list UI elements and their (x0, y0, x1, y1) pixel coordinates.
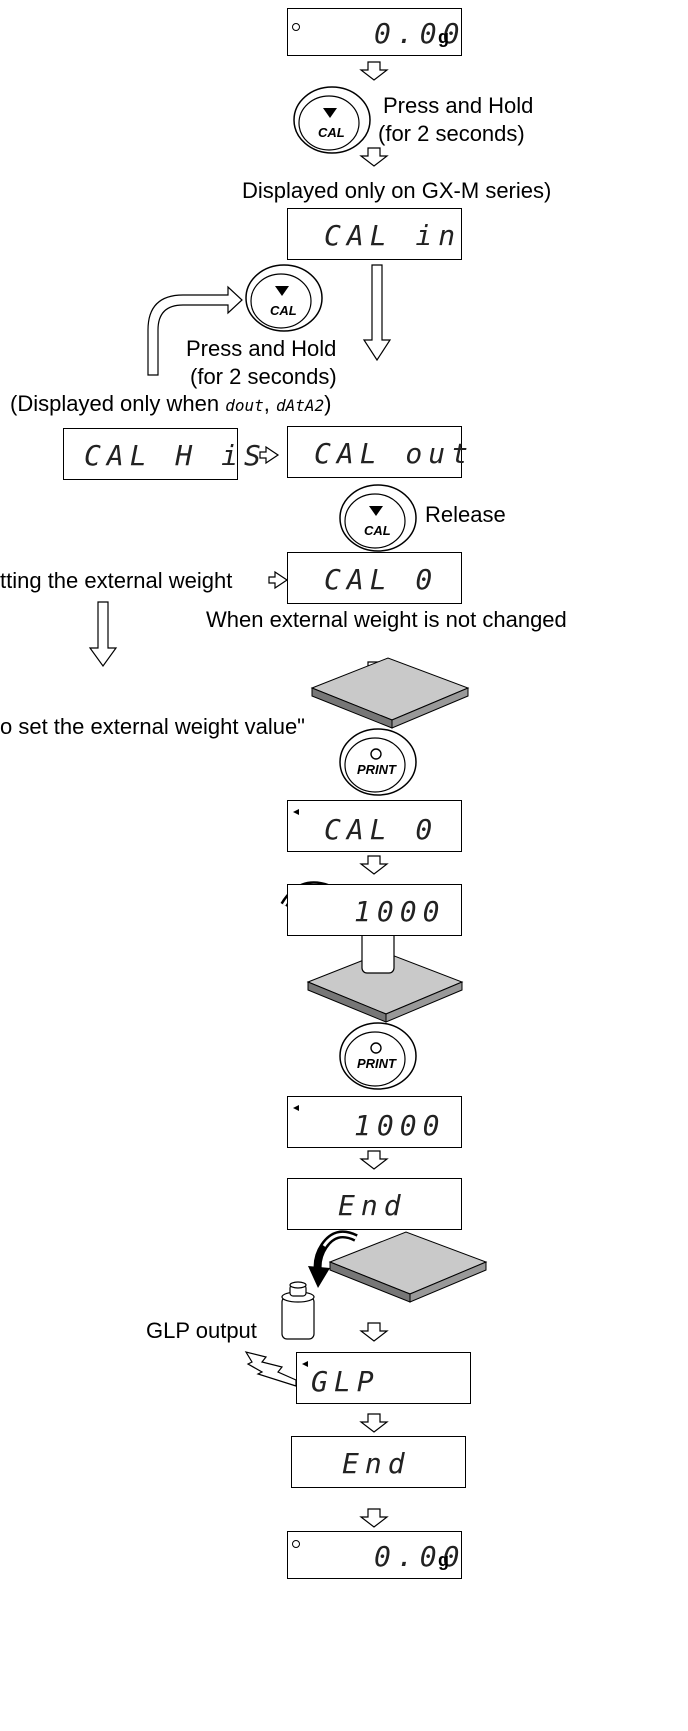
display-1000-stable: 1000 (287, 1096, 462, 1148)
cal-button-label: CAL (270, 303, 297, 318)
stable-indicator-icon (293, 1105, 299, 1111)
display-1000: 1000 (287, 884, 462, 936)
stable-indicator-icon (293, 809, 299, 815)
gxm-note: Displayed only on GX-M series) (242, 178, 552, 203)
dout-code: dout (225, 396, 264, 415)
print-button[interactable] (338, 726, 418, 798)
release-label: Release (425, 502, 506, 527)
display-value: CAL 0 (324, 563, 439, 596)
cal-button[interactable] (292, 84, 372, 156)
stable-indicator-icon (302, 1361, 308, 1367)
cal-button[interactable] (244, 262, 324, 334)
display-value: End (338, 1189, 407, 1222)
press-hold-label: Press and Hold (186, 336, 337, 361)
print-button-label: PRINT (357, 762, 396, 777)
unit-label: g (438, 1550, 449, 1570)
display-cal-out: CAL out (287, 426, 468, 478)
display-cal-0: CAL 0 (287, 552, 462, 604)
cal-button-label: CAL (318, 125, 345, 140)
cal-button-label: CAL (364, 523, 391, 538)
display-glp: GLP (296, 1352, 471, 1404)
glp-output-label: GLP output (146, 1318, 257, 1343)
for-2-seconds-label: (for 2 seconds) (378, 121, 525, 146)
display-end: End (287, 1178, 462, 1230)
display-end: End (291, 1436, 466, 1488)
stable-dot-icon (292, 1540, 300, 1548)
display-final: 0.00 g (287, 1531, 462, 1579)
display-value: End (342, 1447, 411, 1480)
set-value-label: o set the external weight value" (0, 714, 305, 739)
display-value: 1000 (354, 895, 446, 928)
display-cal-in: CAL in (287, 208, 462, 260)
display-value: CAL H iS (84, 439, 267, 472)
display-cal-0-stable: CAL 0 (287, 800, 462, 852)
display-cal-his: CAL H iS (63, 428, 261, 480)
displayed-only-note: (Displayed only when dout, dAtA2) (10, 391, 332, 416)
display-value: 1000 (354, 1109, 446, 1142)
display-value: 0.00 (374, 17, 466, 50)
display-value: CAL 0 (324, 813, 439, 846)
display-value: GLP (311, 1365, 380, 1398)
display-value: CAL in (324, 219, 462, 252)
display-value: CAL out (314, 437, 475, 470)
stable-dot-icon (292, 23, 300, 31)
unit-label: g (438, 27, 449, 47)
setting-external-label: tting the external weight (0, 568, 233, 593)
display-initial: 0.00 g (287, 8, 462, 56)
display-value: 0.00 (374, 1540, 466, 1573)
cal-button[interactable] (338, 482, 418, 554)
for-2-seconds-label: (for 2 seconds) (190, 364, 337, 389)
not-changed-label: When external weight is not changed (206, 607, 567, 632)
data2-code: dAtA2 (276, 396, 325, 415)
print-button[interactable] (338, 1020, 418, 1092)
print-button-label: PRINT (357, 1056, 396, 1071)
press-hold-label: Press and Hold (383, 93, 534, 118)
